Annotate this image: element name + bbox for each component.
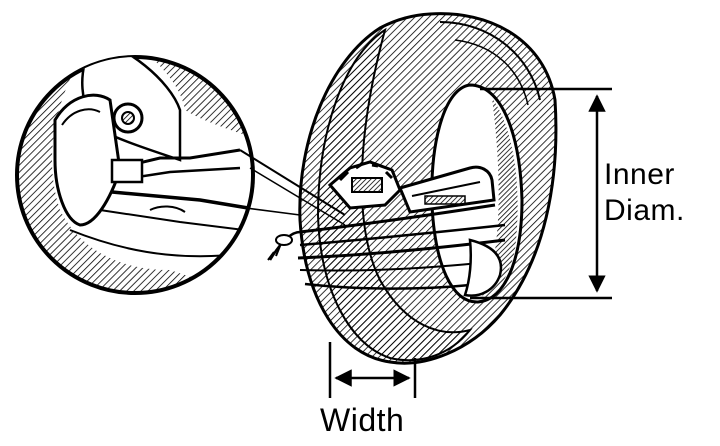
width-label: Width bbox=[320, 402, 405, 438]
inner-diameter-dimension bbox=[470, 87, 612, 300]
wheel-hub bbox=[327, 160, 402, 210]
inset-magnified-view bbox=[15, 55, 255, 295]
tire-iron bbox=[397, 165, 496, 214]
tire-main bbox=[267, 12, 558, 365]
width-dimension bbox=[328, 342, 417, 398]
inner-diameter-label-line1: Inner bbox=[604, 158, 675, 191]
inner-diameter-label-line2: Diam. bbox=[604, 194, 685, 227]
